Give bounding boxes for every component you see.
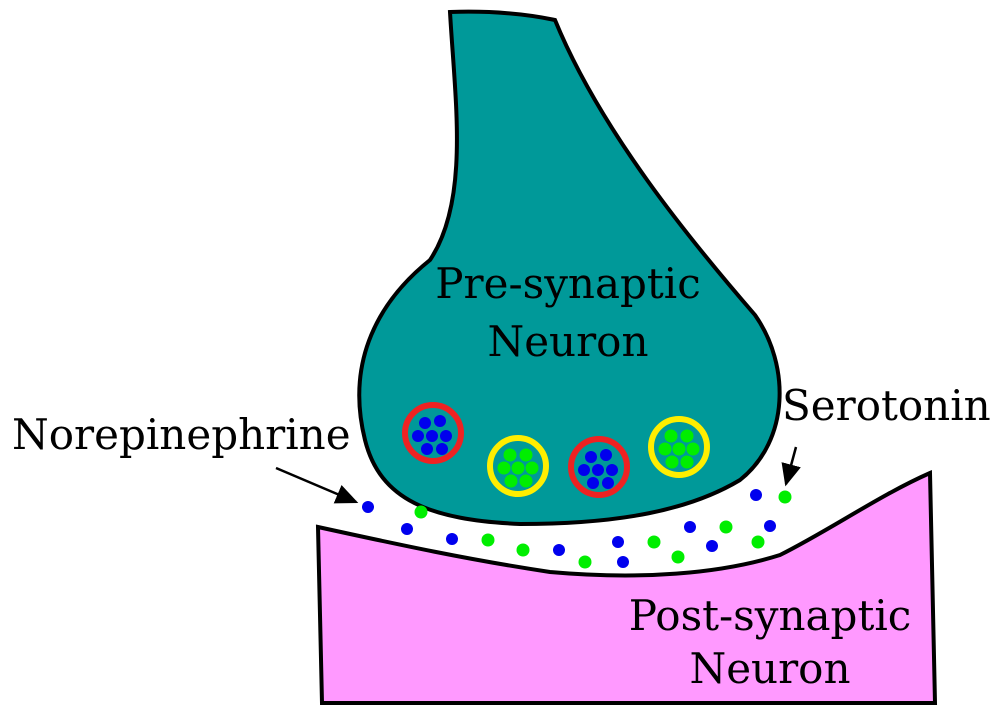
serotonin-label: Serotonin (782, 381, 991, 430)
norepinephrine-arrow (276, 468, 356, 502)
serotonin-arrow (786, 447, 796, 484)
post-synaptic-label-line2: Neuron (689, 644, 850, 693)
pre-synaptic-label-line1: Pre-synaptic (435, 259, 700, 308)
pre-synaptic-label-line2: Neuron (487, 317, 648, 366)
norepinephrine-label: Norepinephrine (12, 410, 351, 459)
post-synaptic-label-line1: Post-synaptic (629, 591, 912, 640)
